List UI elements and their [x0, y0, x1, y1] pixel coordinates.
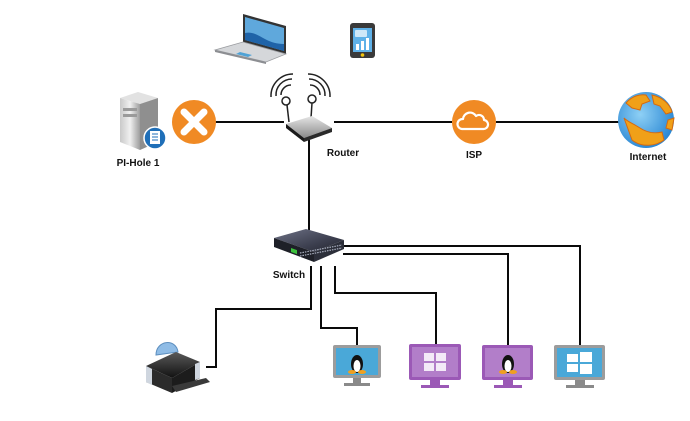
pc4-windows-monitor-icon[interactable] [554, 345, 605, 388]
switch-label: Switch [273, 270, 305, 281]
connections [206, 121, 620, 368]
switch-icon[interactable] [274, 229, 344, 262]
blocked-x-icon [172, 100, 216, 144]
pc2-windows-monitor-icon[interactable] [409, 344, 461, 388]
pc3-linux-monitor-icon[interactable] [482, 345, 533, 388]
mobile-phone-icon[interactable] [350, 23, 375, 58]
router-icon[interactable] [270, 73, 332, 142]
pc1-linux-monitor-icon[interactable] [333, 345, 381, 386]
internet-globe-icon[interactable] [618, 92, 675, 148]
isp-cloud-icon[interactable] [452, 100, 496, 144]
edge-switch-pc1 [320, 266, 358, 345]
router-label: Router [327, 148, 359, 159]
internet-label: Internet [630, 152, 667, 163]
laptop-icon[interactable] [213, 14, 288, 64]
pihole-server-icon[interactable] [120, 92, 167, 150]
edge-switch-printer [206, 266, 312, 368]
printer-icon[interactable] [146, 342, 210, 393]
edge-switch-pc3 [343, 253, 509, 345]
edge-switch-pc2 [334, 266, 437, 345]
edge-switch-pc4 [343, 245, 581, 345]
isp-label: ISP [466, 150, 482, 161]
pihole-label: PI-Hole 1 [117, 158, 160, 169]
